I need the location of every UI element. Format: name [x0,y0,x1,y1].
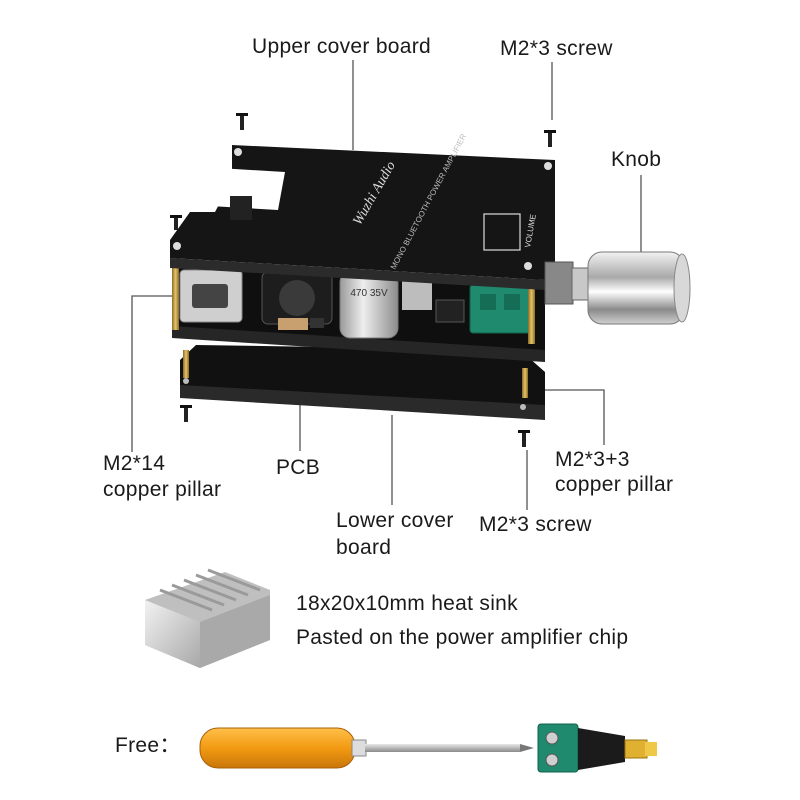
screwdriver [199,727,534,769]
label-lower-cover-line2: board [336,536,392,559]
label-upper-cover-board: Upper cover board [252,35,432,58]
leader-lines [131,60,642,510]
label-free: Free： [115,734,181,757]
label-pcb: PCB [276,456,321,479]
label-knob: Knob [611,148,662,171]
heat-sink [145,568,270,668]
label-pillar-14-line2: copper pillar [103,478,222,501]
lower-cover-board [180,345,545,420]
screw-bottom-right [518,430,530,447]
label-screw-bottom: M2*3 screw [479,513,592,536]
label-lower-cover-line1: Lower cover [336,509,454,532]
label-pillar-14-line1: M2*14 [103,452,166,475]
label-heatsink-line1: 18x20x10mm heat sink [296,592,518,615]
copper-pillars-lower [183,350,528,398]
label-pillar-33-line2: copper pillar [555,473,674,496]
pcb-components: 470 35V [179,269,533,339]
label-screw-top: M2*3 screw [500,37,613,60]
knob [544,251,691,325]
dc-connector [537,723,657,773]
upper-cover-board: Wuzhi Audio MONO BLUETOOTH POWER AMPLIFI… [170,132,555,290]
screw-bottom-left [180,405,192,422]
capacitor-marking: 470 35V [350,288,388,299]
label-heatsink-line2: Pasted on the power amplifier chip [296,626,629,649]
screw-top-far-left [170,215,182,230]
screw-top-right [544,130,556,147]
label-pillar-33-line1: M2*3+3 [555,448,630,471]
screw-top-left [236,113,248,130]
